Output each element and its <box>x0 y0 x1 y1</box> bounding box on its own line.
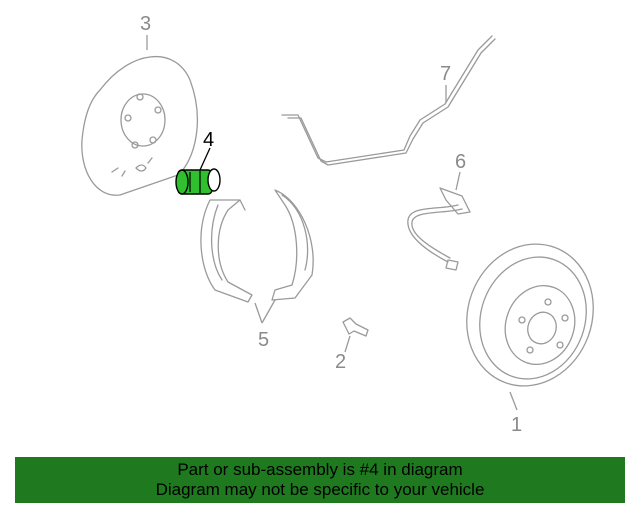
part-6-brake-hose[interactable] <box>407 171 471 271</box>
part-1-brake-drum[interactable] <box>447 226 613 411</box>
callout-1: 1 <box>511 414 522 436</box>
callout-7: 7 <box>440 63 451 85</box>
callout-6: 6 <box>455 151 466 173</box>
leader-4 <box>199 147 211 171</box>
callout-3: 3 <box>140 13 151 35</box>
info-banner: Part or sub-assembly is #4 in diagram Di… <box>15 457 625 503</box>
part-4-wheel-cylinder[interactable] <box>175 168 221 195</box>
callout-4: 4 <box>203 129 214 151</box>
banner-line-1: Part or sub-assembly is #4 in diagram <box>177 460 463 479</box>
banner-line-2: Diagram may not be specific to your vehi… <box>155 480 485 499</box>
callout-5: 5 <box>258 329 269 351</box>
brake-assembly-diagram: 3 4 7 6 5 2 1 <box>81 13 613 436</box>
callout-2: 2 <box>335 351 346 373</box>
part-2-bolt[interactable] <box>342 317 369 353</box>
part-5-brake-shoes[interactable] <box>200 189 314 324</box>
part-7-brake-line[interactable] <box>281 35 496 166</box>
